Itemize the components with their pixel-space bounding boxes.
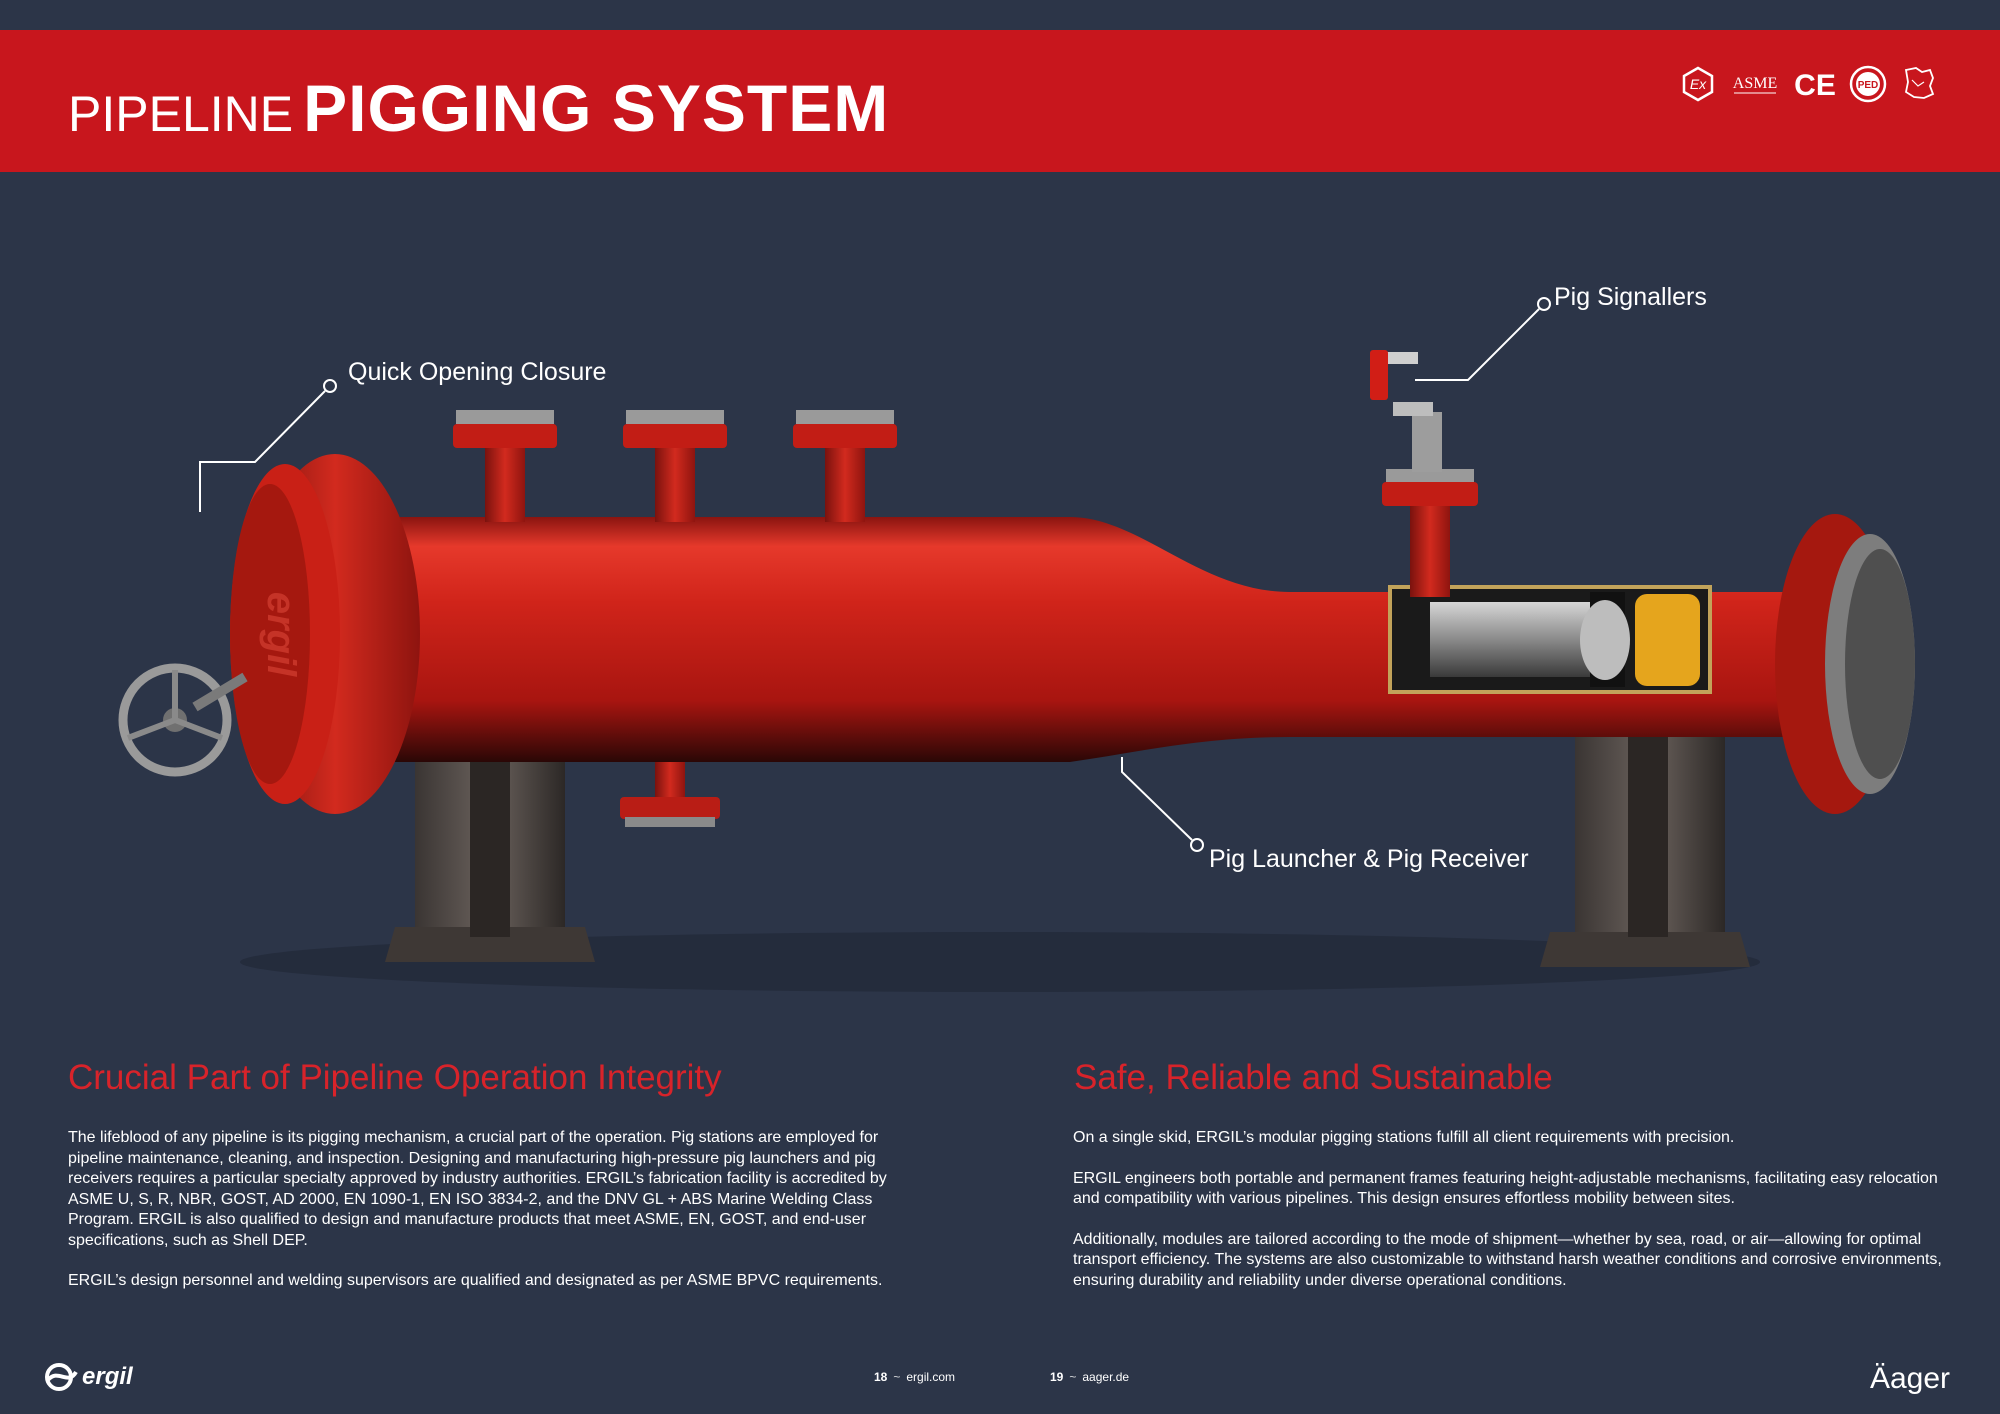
pig-launcher-vessel [230, 454, 1915, 814]
left-column-heading: Crucial Part of Pipeline Operation Integ… [68, 1058, 722, 1097]
ped-certification-icon: PED [1848, 64, 1888, 104]
right-column-paragraph: Additionally, modules are tailored accor… [1073, 1230, 1942, 1289]
callout-leader-launcher-receiver [1121, 757, 1204, 852]
svg-text:PED: PED [1858, 80, 1879, 91]
pig-signaller [1370, 350, 1478, 597]
top-nozzle-2 [623, 410, 727, 522]
top-strip [0, 0, 2000, 30]
right-column-paragraph: On a single skid, ERGIL’s modular piggin… [1073, 1129, 1735, 1146]
map-seal-icon [1900, 64, 1938, 104]
callout-leader-pig-signallers [1415, 297, 1551, 381]
right-page-site[interactable]: aager.de [1082, 1370, 1130, 1384]
right-page-footer: 19~aager.de [1050, 1370, 1130, 1384]
callout-pig-signallers: Pig Signallers [1554, 283, 1707, 311]
footer-aager-logo: Äager [1869, 1362, 1950, 1395]
footer-ergil-logo: ergil [44, 1362, 133, 1392]
right-page-number: 19 [1050, 1370, 1064, 1384]
svg-text:Ex: Ex [1690, 76, 1707, 92]
left-page-footer: 18~ergil.com [874, 1370, 956, 1384]
callout-leader-quick-opening [199, 379, 337, 512]
svg-text:ASME: ASME [1733, 75, 1777, 92]
callout-pig-launcher-receiver: Pig Launcher & Pig Receiver [1209, 845, 1529, 873]
vessel-brand-emboss: ergil [259, 592, 303, 677]
footer-ergil-logo-text: ergil [82, 1363, 133, 1390]
page-title-bold: PIGGING SYSTEM [303, 71, 890, 145]
page-title-light: PIPELINE [68, 86, 294, 142]
left-page-site[interactable]: ergil.com [906, 1370, 956, 1384]
handwheel [118, 663, 248, 777]
support-leg-right [1540, 712, 1750, 967]
pigging-system-illustration: ergil [0, 172, 2000, 1022]
top-nozzle-3 [793, 410, 897, 522]
right-column-heading: Safe, Reliable and Sustainable [1074, 1058, 1553, 1097]
svg-text:CE: CE [1794, 69, 1836, 102]
ergil-swoosh-icon [45, 1363, 78, 1391]
certification-logos: Ex ASME CE PED [1680, 60, 1938, 108]
pig-cutaway [1388, 585, 1712, 694]
right-column-body: On a single skid, ERGIL’s modular piggin… [1073, 1128, 1943, 1311]
left-column-paragraph: The lifeblood of any pipeline is its pig… [68, 1129, 887, 1249]
ce-mark-icon: CE [1794, 66, 1836, 102]
asme-certification-icon: ASME [1728, 66, 1782, 102]
top-nozzle-1 [453, 410, 557, 522]
right-column-paragraph: ERGIL engineers both portable and perman… [1073, 1169, 1938, 1208]
left-column-body: The lifeblood of any pipeline is its pig… [68, 1128, 928, 1312]
callout-quick-opening-closure: Quick Opening Closure [348, 358, 607, 386]
left-page-number: 18 [874, 1370, 888, 1384]
ex-certification-icon: Ex [1680, 66, 1716, 102]
left-column-paragraph: ERGIL’s design personnel and welding sup… [68, 1272, 883, 1289]
